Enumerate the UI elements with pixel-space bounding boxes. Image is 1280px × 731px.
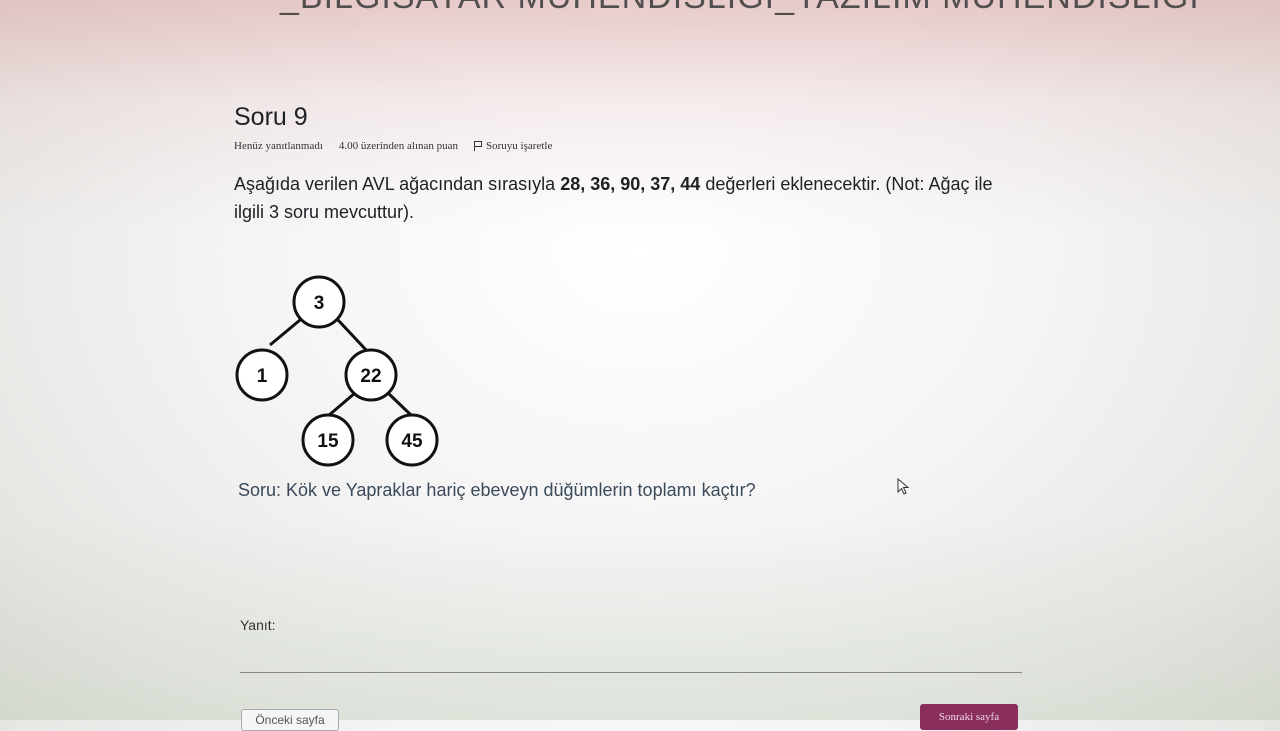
tree-node-circle xyxy=(235,348,289,402)
question-points: 4.00 üzerinden alınan puan xyxy=(338,140,459,152)
question-text-after: değerleri eklenecektir. (Not: Ağaç ile i… xyxy=(234,174,993,222)
flag-icon xyxy=(474,141,483,151)
tree-node-circle xyxy=(301,413,355,467)
tree-node-label: 15 xyxy=(317,431,339,452)
tree-node-circle xyxy=(292,275,346,329)
answer-input[interactable] xyxy=(240,640,1022,673)
tree-edge xyxy=(327,391,356,418)
flag-question-link[interactable]: Soruyu işaretle xyxy=(474,140,552,152)
question-info: Henüz yanıtlanmadı 4.00 üzerinden alınan… xyxy=(234,140,552,152)
tree-node-circle xyxy=(385,413,439,467)
question-status: Henüz yanıtlanmadı xyxy=(234,140,323,152)
mouse-cursor-icon xyxy=(897,478,910,495)
previous-page-button[interactable]: Önceki sayfa xyxy=(241,709,339,731)
answer-label: Yanıt: xyxy=(240,617,276,633)
question-values: 28, 36, 90, 37, 44 xyxy=(560,174,701,194)
tree-node-label: 3 xyxy=(314,293,325,314)
sub-question: Soru: Kök ve Yapraklar hariç ebeveyn düğ… xyxy=(238,480,756,500)
tree-node-label: 1 xyxy=(257,366,268,387)
tree-edge xyxy=(386,391,414,418)
question-text-before: Aşağıda verilen AVL ağacından sırasıyla xyxy=(234,174,561,194)
avl-tree-diagram: 3 1 22 15 45 xyxy=(235,275,439,467)
tree-node-label: 45 xyxy=(401,431,423,452)
next-page-button[interactable]: Sonraki sayfa xyxy=(920,704,1018,730)
flag-question-label: Soruyu işaretle xyxy=(486,140,553,152)
tree-edge xyxy=(269,318,301,347)
course-title: _BİLGİSAYAR MÜHENDİSLİĞİ_YAZILIM MÜHENDİ… xyxy=(280,0,1199,17)
tree-edge xyxy=(336,318,370,354)
tree-node-label: 22 xyxy=(360,366,381,387)
tree-node-circle xyxy=(344,348,398,402)
question-title: Soru 9 xyxy=(234,103,308,131)
question-text: Aşağıda verilen AVL ağacından sırasıyla … xyxy=(234,170,1014,226)
